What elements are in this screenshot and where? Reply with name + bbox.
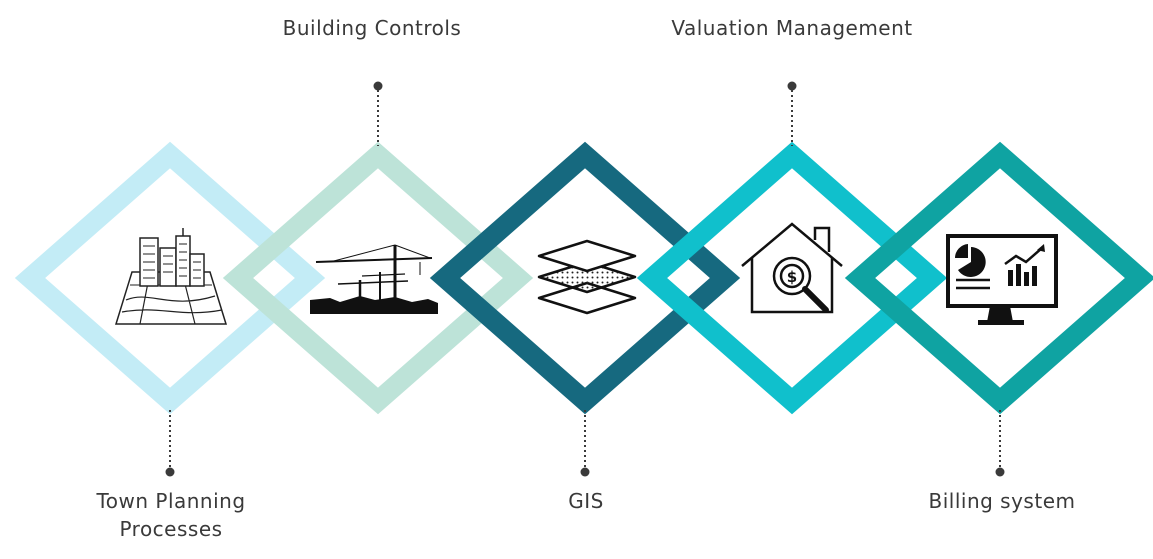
dashboard-monitor-icon bbox=[946, 234, 1058, 325]
diamond-billing bbox=[844, 141, 1153, 415]
connector-dot bbox=[787, 81, 797, 91]
label-building-controls: Building Controls bbox=[282, 16, 462, 40]
city-map-icon bbox=[114, 228, 228, 325]
diamond-valuation bbox=[636, 141, 948, 415]
label-billing-system: Billing system bbox=[928, 489, 1076, 513]
layers-icon bbox=[537, 239, 637, 315]
label-town-planning-line1: Town Planning bbox=[96, 489, 246, 513]
label-valuation-management: Valuation Management bbox=[671, 16, 913, 40]
diamond-frames bbox=[14, 141, 1153, 415]
label-town-planning-line2: Processes bbox=[119, 517, 223, 541]
label-gis: GIS bbox=[568, 489, 604, 513]
svg-text:$: $ bbox=[787, 268, 797, 286]
connector-dot bbox=[373, 81, 383, 91]
diamond-town-planning bbox=[14, 141, 326, 415]
connectors bbox=[165, 81, 1005, 477]
connector-dot bbox=[165, 467, 175, 477]
house-valuation-icon: $ bbox=[741, 222, 843, 314]
construction-cranes-icon bbox=[310, 244, 438, 314]
diamond-building-controls bbox=[222, 141, 534, 415]
label-town-planning: Town Planning Processes bbox=[60, 487, 282, 543]
diamond-gis bbox=[429, 141, 741, 415]
connector-dot bbox=[580, 467, 590, 477]
connector-dot bbox=[995, 467, 1005, 477]
